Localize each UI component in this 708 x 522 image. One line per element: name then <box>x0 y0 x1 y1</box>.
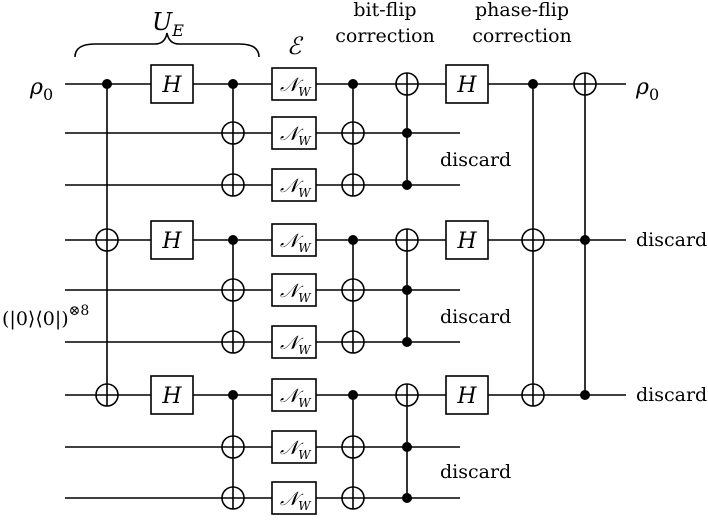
noise-channel-8: 𝒩W <box>271 430 317 464</box>
phaseflip-label-line1: phase-flip <box>475 0 569 21</box>
encode-cnot-2-control-2 <box>228 235 238 245</box>
bitflip-toffoli-control-3a <box>402 442 412 452</box>
bitflip-cnot-target-3b <box>341 486 365 510</box>
svg-text:𝒩W: 𝒩W <box>280 175 312 200</box>
discard-label-group3: discard <box>440 461 511 483</box>
discard-label-wire6: discard <box>636 384 707 406</box>
bitflip-cnot-control-1 <box>348 79 358 89</box>
svg-text:H: H <box>456 384 477 409</box>
encode-cnot-2-target-1a <box>221 121 245 145</box>
encode-hadamard-1: H <box>150 64 194 104</box>
noise-channel-7: 𝒩W <box>271 378 317 412</box>
bitflip-cnot-target-1b <box>341 173 365 197</box>
svg-text:𝒩W: 𝒩W <box>280 230 312 255</box>
rho-output-label: ρ0 <box>635 75 659 104</box>
phaseflip-cnot-target-b <box>521 383 545 407</box>
svg-text:H: H <box>161 73 182 98</box>
phaseflip-hadamard-2: H <box>445 220 489 260</box>
bitflip-toffoli-control-1a <box>402 128 412 138</box>
phaseflip-cnot-control <box>528 79 538 89</box>
encode-cnot-2-target-2a <box>221 278 245 302</box>
ancilla-label: (|0⟩⟨0|)⊗8 <box>2 303 89 330</box>
ue-brace <box>74 32 260 58</box>
phaseflip-toffoli-control-a <box>580 235 590 245</box>
bitflip-cnot-target-2b <box>341 330 365 354</box>
noise-channel-4: 𝒩W <box>271 223 317 257</box>
bitflip-cnot-target-1a <box>341 121 365 145</box>
noise-channel-5: 𝒩W <box>271 273 317 307</box>
noise-channel-6: 𝒩W <box>271 325 317 359</box>
discard-label-group1: discard <box>440 149 511 171</box>
phaseflip-toffoli-control-b <box>580 390 590 400</box>
svg-text:𝒩W: 𝒩W <box>280 123 312 148</box>
bitflip-label-line2: correction <box>335 25 435 47</box>
svg-text:H: H <box>161 384 182 409</box>
svg-text:𝒩W: 𝒩W <box>280 74 312 99</box>
svg-text:H: H <box>161 229 182 254</box>
bitflip-toffoli-control-2a <box>402 285 412 295</box>
bitflip-toffoli-target-3 <box>395 383 419 407</box>
svg-text:𝒩W: 𝒩W <box>280 385 312 410</box>
svg-text:𝒩W: 𝒩W <box>280 332 312 357</box>
svg-text:𝒩W: 𝒩W <box>280 488 312 513</box>
bitflip-cnot-target-3a <box>341 435 365 459</box>
encode-cnot-2-control-3 <box>228 390 238 400</box>
noise-channel-3: 𝒩W <box>271 168 317 202</box>
bitflip-cnot-control-2 <box>348 235 358 245</box>
discard-label-group2: discard <box>440 306 511 328</box>
bitflip-toffoli-target-1 <box>395 72 419 96</box>
bitflip-toffoli-target-2 <box>395 228 419 252</box>
svg-text:H: H <box>456 73 477 98</box>
bitflip-toffoli-control-2b <box>402 337 412 347</box>
bitflip-cnot-control-3 <box>348 390 358 400</box>
encode-cnot-2-control-1 <box>228 79 238 89</box>
encode-cnot-1-target-b <box>95 383 119 407</box>
svg-text:H: H <box>456 229 477 254</box>
svg-text:𝒩W: 𝒩W <box>280 280 312 305</box>
phaseflip-cnot-target-a <box>521 228 545 252</box>
ue-label: UE <box>152 8 184 40</box>
phaseflip-toffoli-target <box>573 72 597 96</box>
encode-cnot-2-target-3a <box>221 435 245 459</box>
gates-layer: H H H 𝒩W 𝒩W 𝒩W 𝒩W 𝒩W 𝒩W 𝒩W 𝒩W 𝒩W H H H <box>95 64 597 515</box>
noise-channel-2: 𝒩W <box>271 116 317 150</box>
discard-label-wire3: discard <box>636 229 707 251</box>
encode-cnot-2-target-2b <box>221 330 245 354</box>
svg-text:𝒩W: 𝒩W <box>280 437 312 462</box>
encode-hadamard-3: H <box>150 375 194 415</box>
encode-cnot-1-target-a <box>95 228 119 252</box>
bitflip-label-line1: bit-flip <box>353 0 416 21</box>
bitflip-cnot-target-2a <box>341 278 365 302</box>
noise-channel-1: 𝒩W <box>271 67 317 101</box>
phaseflip-hadamard-3: H <box>445 375 489 415</box>
bitflip-toffoli-control-3b <box>402 493 412 503</box>
phaseflip-hadamard-1: H <box>445 64 489 104</box>
encode-cnot-1-control <box>102 79 112 89</box>
phaseflip-label-line2: correction <box>472 25 572 47</box>
encode-cnot-2-target-3b <box>221 486 245 510</box>
channel-label: ℰ <box>287 32 304 60</box>
encode-cnot-2-target-1b <box>221 173 245 197</box>
bitflip-toffoli-control-1b <box>402 180 412 190</box>
encode-hadamard-2: H <box>150 220 194 260</box>
rho-input-label: ρ0 <box>29 75 53 104</box>
noise-channel-9: 𝒩W <box>271 481 317 515</box>
